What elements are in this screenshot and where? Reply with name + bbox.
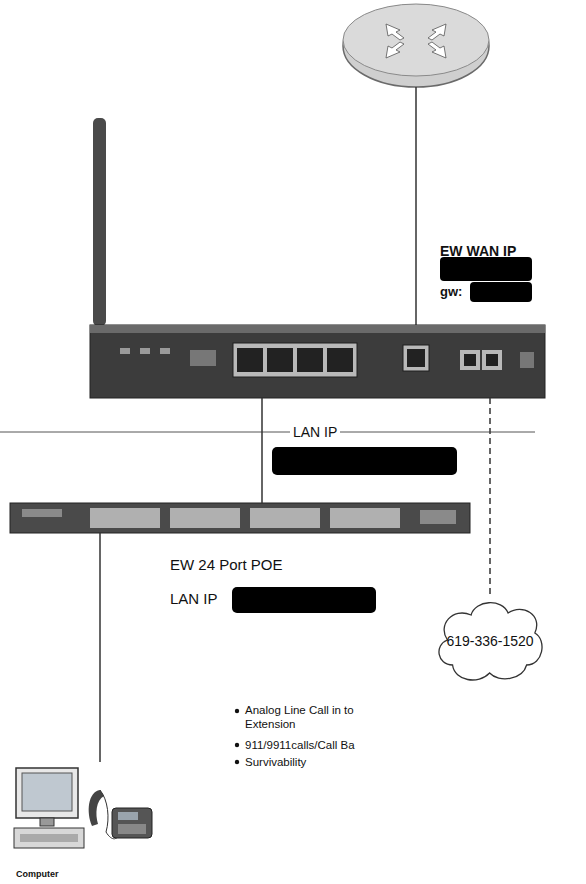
- wan-ip-label: EW WAN IP: [440, 243, 516, 259]
- antenna: [93, 118, 106, 326]
- redaction: [470, 282, 532, 302]
- gateway-device: EW WAN IP gw:: [90, 240, 545, 398]
- redaction: [440, 257, 532, 281]
- gateway-device: [90, 325, 545, 398]
- wan-wire: [415, 87, 417, 346]
- router-icon: [343, 4, 489, 87]
- divider-line: [0, 432, 535, 433]
- text-anchor: LAN IP: [170, 590, 218, 608]
- edge-label-anchor: LAN IP: [290, 423, 340, 441]
- text-anchor: gw:: [440, 282, 462, 300]
- gateway-label: gw:: [440, 284, 462, 299]
- phone-line-cloud: 619-336-1520: [432, 595, 547, 687]
- computer-label: Computer: [16, 869, 59, 879]
- text-anchor: Computer: [16, 863, 59, 881]
- text-anchor: 619-336-1520: [432, 632, 547, 650]
- bullet-note: 911/9911calls/Call Ba: [245, 738, 355, 752]
- bullet-dot: [235, 709, 239, 713]
- switch-name: EW 24 Port POE: [170, 556, 283, 573]
- network-cable: [261, 398, 263, 503]
- poe-switch: EW 24 Port POELAN IP: [10, 503, 470, 533]
- redaction: [272, 447, 457, 475]
- computer-station: Computer: [8, 762, 158, 880]
- network-cable: [99, 533, 101, 762]
- bullet-dot: [235, 760, 239, 764]
- text-anchor: EW 24 Port POE: [170, 556, 283, 574]
- lan-ip-label: LAN IP: [170, 590, 218, 607]
- connector-label: LAN IP: [290, 424, 340, 440]
- redaction: [232, 587, 376, 613]
- phone-line: [489, 398, 491, 595]
- poe-switch: [10, 503, 470, 533]
- computer-icon: [14, 768, 152, 848]
- bullet-note: Survivability: [245, 755, 306, 769]
- phone-number: 619-336-1520: [446, 633, 533, 649]
- bullet-dot: [235, 743, 239, 747]
- bullet-note: Analog Line Call in to Extension: [245, 703, 380, 731]
- text-anchor: EW WAN IP: [440, 242, 516, 260]
